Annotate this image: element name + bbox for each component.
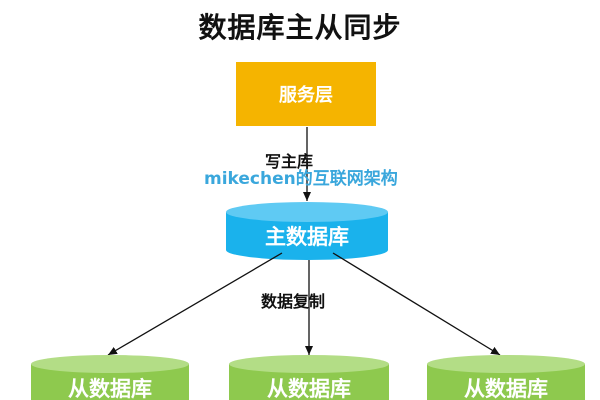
replication-arrow-right <box>332 252 501 356</box>
service-layer-label: 服务层 <box>279 85 333 106</box>
slave-db-cylinder-1 <box>31 355 189 400</box>
slave-db-label-3: 从数据库 <box>464 377 548 400</box>
watermark-text: mikechen的互联网架构 <box>204 169 398 189</box>
service-layer-box: 服务层 <box>236 62 376 126</box>
replication-arrow-left <box>107 252 283 356</box>
diagram-title: 数据库主从同步 <box>198 11 402 44</box>
slave-db-label-1: 从数据库 <box>68 377 152 400</box>
slave-db-cylinder-2 <box>229 355 389 400</box>
slave-db-label-2: 从数据库 <box>267 377 351 400</box>
master-db-label: 主数据库 <box>265 225 349 249</box>
slave-db-cylinder-3 <box>427 355 585 400</box>
write-master-label: 写主库 <box>265 152 314 171</box>
master-db-cylinder <box>226 202 388 260</box>
data-replication-label: 数据复制 <box>261 292 326 311</box>
